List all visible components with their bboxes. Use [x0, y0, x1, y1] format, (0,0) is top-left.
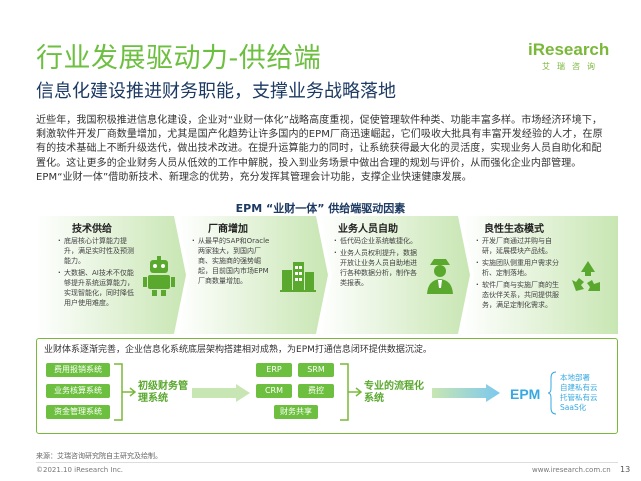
bracket-shape: [340, 363, 362, 421]
driver-item: 低代码企业系统敏捷化。: [334, 236, 420, 246]
driver-item: 业务人员权利提升，数据开放让业务人员自助地进行各种数据分析，制作各类报表。: [334, 248, 420, 288]
driver-item: 大数据、AI技术不仅能够提升系统运算能力，实现智能化，同时降低用户使用难度。: [58, 268, 140, 308]
business-system-box: SRM: [298, 363, 334, 377]
body-paragraph: 近些年，我国积极推进信息化建设，企业对“业财一体化”战略高度重视，促使管理软件种…: [36, 115, 603, 183]
logo-subtext: 艾瑞咨询: [542, 62, 602, 71]
business-system-box: 费控: [298, 384, 334, 398]
buildings-icon: [280, 262, 316, 292]
logo-text: iResearch: [528, 40, 610, 59]
driver-item: 底层核心计算能力提升，满足实时性及预测能力。: [58, 236, 140, 266]
finance-system-box: 费用报销系统: [46, 363, 110, 377]
finance-system-box: 资金管理系统: [46, 405, 110, 419]
right-arrow-shape: [432, 384, 500, 402]
page-subtitle: 信息化建设推进财务职能，支撑业务战略落地: [36, 81, 396, 102]
business-label: 专业的流程化系统: [364, 381, 424, 404]
driver-items: 从最早的SAP和Oracle两家独大，到国内厂商、实施商的强势崛起，目前国内市场…: [192, 236, 274, 288]
driver-items: 低代码企业系统敏捷化。 业务人员权利提升，数据开放让业务人员自助地进行各种数据分…: [334, 236, 420, 290]
epm-feature: 本地部署: [560, 373, 590, 382]
diagram-title: EPM “业财一体” 供给端驱动因素: [235, 202, 406, 215]
recycle-icon: [572, 261, 600, 291]
page-title: 行业发展驱动力-供给端: [36, 43, 322, 74]
business-system-box: CRM: [256, 384, 292, 398]
business-system-box: 财务共享: [274, 405, 318, 419]
right-arrow-shape: [192, 384, 250, 402]
driver-item: 开发厂商通过并购与自研，延展模块产品线。: [476, 236, 562, 256]
driver-item: 实施团队侧重用户需求分析、定制落地。: [476, 258, 562, 278]
epm-label: EPM: [510, 386, 541, 402]
driver-item: 从最早的SAP和Oracle两家独大，到国内厂商、实施商的强势崛起，目前国内市场…: [192, 236, 274, 286]
epm-feature: 自建私有云: [560, 383, 598, 392]
page-number: 13: [620, 465, 631, 474]
source-note: 来源：艾瑞咨询研究院自主研究及绘制。: [36, 452, 162, 460]
finance-system-box: 业务核算系统: [46, 384, 110, 398]
brace-shape: [548, 371, 557, 415]
finance-label: 初级财务管理系统: [138, 381, 188, 404]
website-link[interactable]: www.iresearch.com.cn: [532, 466, 611, 474]
driver-business-self-service: 业务人员自助 低代码企业系统敏捷化。 业务人员权利提升，数据开放让业务人员自助地…: [320, 216, 470, 334]
robot-icon: [143, 256, 175, 296]
driver-items: 底层核心计算能力提升，满足实时性及预测能力。 大数据、AI技术不仅能够提升系统运…: [58, 236, 140, 310]
iresearch-logo: iResearch 艾瑞咨询: [528, 40, 618, 72]
bottom-caption: 业财体系逐渐完善，企业信息化系统底层架构搭建相对成熟，为EPM打通信息闭环提供数…: [44, 345, 432, 355]
driver-title: 业务人员自助: [338, 224, 398, 235]
driver-item: 软件厂商与实施厂商的生态伙伴关系，共同提供服务，满足定制化需求。: [476, 280, 562, 310]
business-system-box: ERP: [256, 363, 292, 377]
driver-title: 良性生态模式: [484, 224, 544, 235]
driver-vendor-growth: 厂商增加 从最早的SAP和Oracle两家独大，到国内厂商、实施商的强势崛起，目…: [178, 216, 328, 334]
bottom-panel: [36, 338, 618, 434]
copyright: ©2021.10 iResearch Inc.: [36, 466, 124, 474]
person-icon: [427, 259, 453, 294]
epm-feature: 托管私有云: [560, 393, 598, 402]
footer-divider: [36, 462, 618, 463]
epm-deployment-list: 本地部署 自建私有云 托管私有云 SaaS化: [560, 373, 598, 413]
driver-title: 厂商增加: [208, 224, 248, 235]
driver-tech-supply: 技术供给 底层核心计算能力提升，满足实时性及预测能力。 大数据、AI技术不仅能够…: [36, 216, 186, 334]
epm-feature: SaaS化: [560, 403, 587, 412]
driver-items: 开发厂商通过并购与自研，延展模块产品线。 实施团队侧重用户需求分析、定制落地。 …: [476, 236, 562, 312]
driver-title: 技术供给: [72, 224, 112, 235]
driver-ecosystem: 良性生态模式 开发厂商通过并购与自研，延展模块产品线。 实施团队侧重用户需求分析…: [462, 216, 618, 334]
bracket-shape: [114, 363, 136, 421]
